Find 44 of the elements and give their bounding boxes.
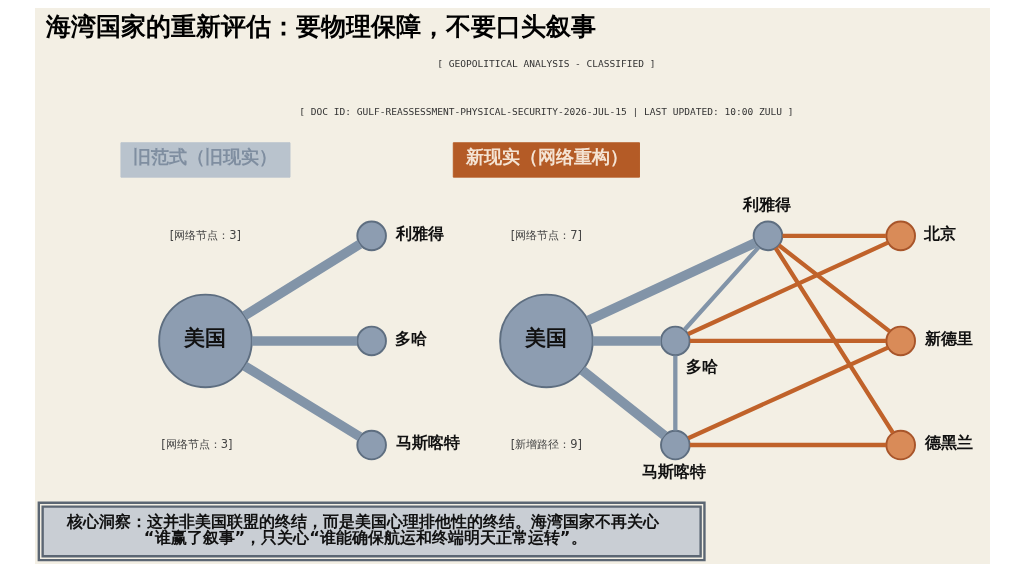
node-label: 利雅得 (742, 195, 791, 215)
connector (592, 336, 661, 346)
label: [网络节点：7] (510, 227, 582, 242)
node-label: 马斯喀特 (395, 432, 460, 452)
connector (241, 240, 362, 320)
node-circle: 美国 (498, 293, 594, 389)
connector (578, 366, 667, 440)
connector (773, 246, 895, 434)
node-label: 新德里 (924, 328, 973, 348)
node-circle: 美国 (157, 293, 253, 389)
node-circle (884, 429, 916, 461)
label: [ GEOPOLITICAL ANALYSIS - CLASSIFIED ] (436, 57, 656, 69)
label: [网络节点：3] (160, 436, 232, 451)
connector (689, 442, 886, 448)
node-label: 多哈 (685, 356, 718, 376)
connector (585, 238, 757, 325)
node-box: 旧范式（旧现实） (119, 142, 290, 178)
node-label: 多哈 (394, 328, 427, 348)
connector (251, 336, 357, 346)
node-circle (659, 429, 691, 461)
connector (672, 355, 677, 431)
node-circle (884, 220, 916, 252)
connector (682, 245, 760, 332)
node-circle (355, 429, 387, 461)
node-box: 新现实（网络重构） (452, 142, 640, 178)
node-label: 马斯喀特 (641, 461, 706, 481)
label: [网络节点：3] (169, 227, 241, 242)
connector (782, 233, 886, 238)
connector (241, 362, 362, 441)
node-label: 利雅得 (395, 223, 444, 243)
connector (777, 243, 891, 334)
label: [ DOC ID: GULF-REASSESSMENT-PHYSICAL-SECURITY-2026-JUL-15 | LAST UPDATED: 10:00 ZULU ] (298, 105, 794, 117)
connector (686, 345, 889, 441)
node-circle (752, 220, 783, 252)
node-circle (884, 325, 916, 357)
node-circle (659, 325, 691, 357)
node-label: 北京 (923, 223, 956, 243)
node-circle (355, 220, 387, 252)
connector (686, 240, 889, 336)
connector (689, 338, 886, 344)
node-circle (355, 325, 387, 357)
diagram-title: 海湾国家的重新评估：要物理保障，不要口头叙事 (45, 11, 596, 41)
label: [新增路径：9] (510, 436, 582, 451)
node-label: 德黑兰 (924, 432, 973, 452)
